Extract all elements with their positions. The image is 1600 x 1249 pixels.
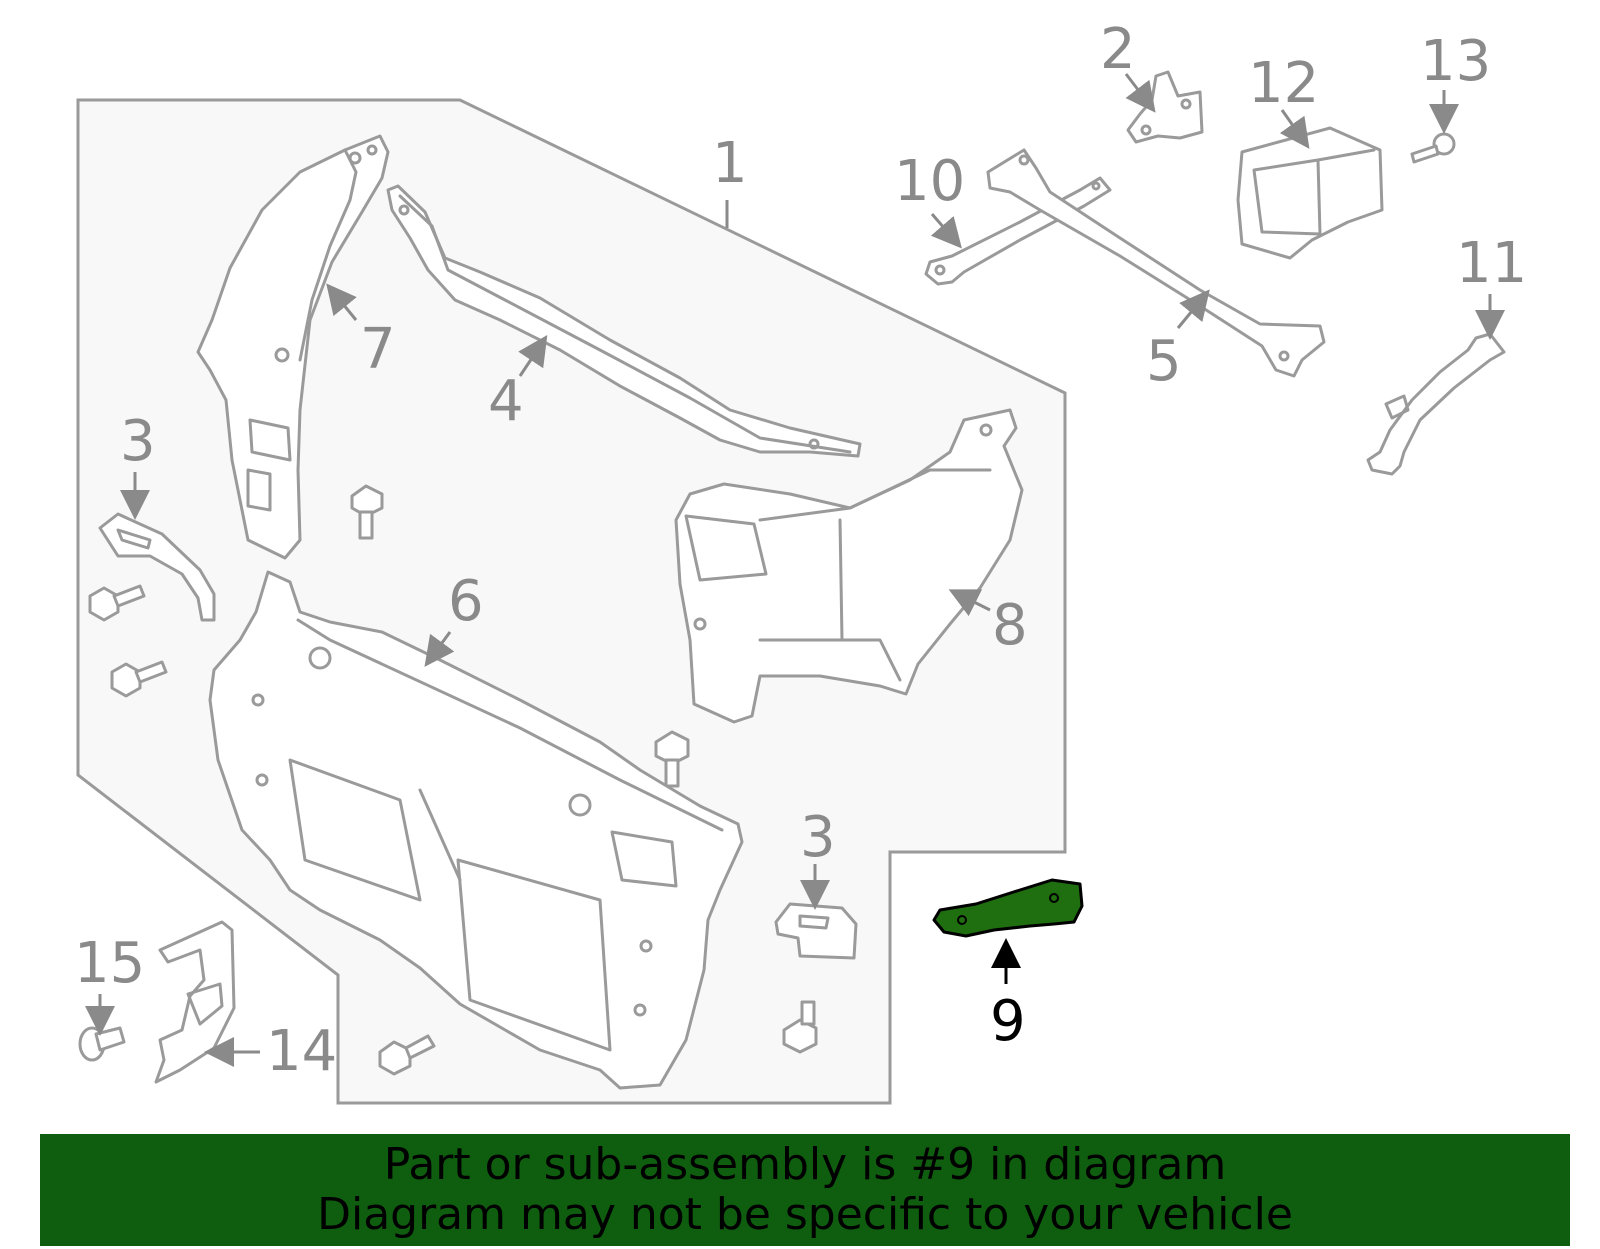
- leader-12: [1279, 109, 1310, 149]
- callout-2: 2: [1100, 17, 1136, 82]
- part-3-left-bracket: [98, 512, 216, 622]
- callout-8: 8: [992, 593, 1028, 658]
- part-7-left-side-bracket: [196, 134, 390, 560]
- callout-3-left: 3: [120, 409, 156, 474]
- bolt-left-1: [88, 584, 146, 622]
- banner-line-1: Part or sub-assembly is #9 in diagram: [383, 1139, 1227, 1190]
- banner-line-2: Diagram may not be specific to your vehi…: [317, 1189, 1293, 1240]
- callout-14: 14: [266, 1019, 337, 1084]
- part-11-brace: [1366, 332, 1506, 476]
- part-4-upper-tie-bar: [386, 184, 862, 458]
- callout-12: 12: [1248, 51, 1319, 116]
- leader-7: [326, 283, 358, 321]
- callout-10: 10: [894, 149, 965, 214]
- bolt-bottom-right: [782, 1000, 818, 1054]
- part-2-bracket: [1126, 70, 1204, 144]
- leader-10: [930, 213, 962, 249]
- leader-4: [518, 335, 548, 377]
- part-13-screw: [1410, 132, 1456, 164]
- callout-9: 9: [990, 989, 1026, 1054]
- part-5-cross-brace: [986, 148, 1326, 378]
- leader-2: [1124, 73, 1156, 113]
- bolt-bottom-center: [378, 1034, 436, 1076]
- callout-4: 4: [488, 369, 524, 434]
- bolt-center-2: [654, 730, 690, 788]
- callout-5: 5: [1146, 329, 1182, 394]
- info-banner: Part or sub-assembly is #9 in diagram Di…: [40, 1134, 1570, 1246]
- part-6-radiator-support: [208, 570, 744, 1090]
- callout-6: 6: [448, 569, 484, 634]
- callout-3-right: 3: [800, 805, 836, 870]
- part-12-air-duct: [1236, 126, 1384, 260]
- callout-13: 13: [1420, 29, 1491, 94]
- part-15-clip: [78, 1026, 126, 1062]
- leader-6: [424, 631, 455, 667]
- leader-5: [1176, 289, 1210, 329]
- leader-8: [948, 589, 991, 617]
- bolt-left-2: [110, 660, 168, 698]
- bolt-center-1: [350, 484, 384, 540]
- part-9-highlighted: [932, 878, 1084, 938]
- callout-15: 15: [74, 931, 145, 996]
- callout-11: 11: [1456, 231, 1527, 296]
- callout-1: 1: [712, 131, 748, 196]
- part-14-lower-deflector: [154, 920, 236, 1084]
- callout-7: 7: [360, 317, 396, 382]
